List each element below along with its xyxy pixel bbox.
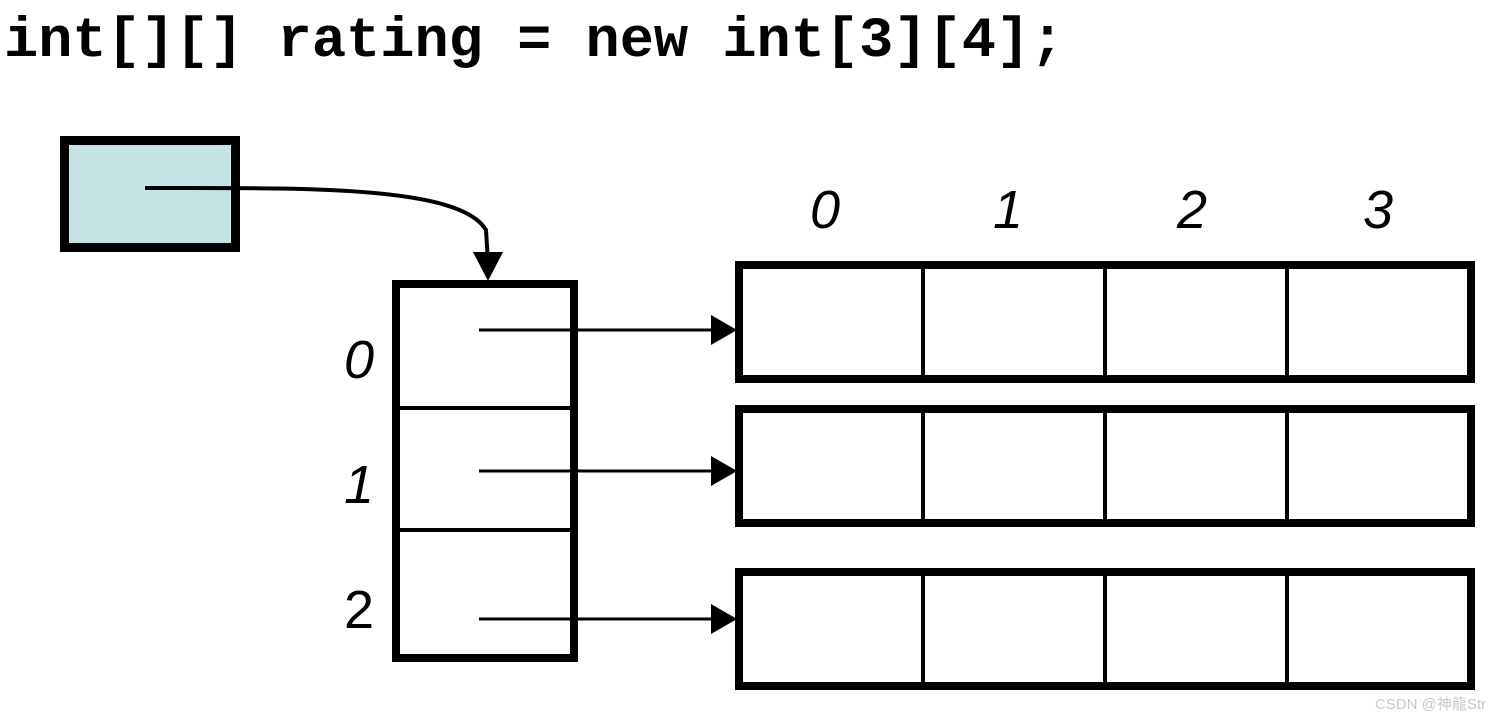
- row-0-cell-0: [743, 269, 925, 375]
- column-index-0: 0: [809, 180, 841, 240]
- row-1-cell-1: [925, 413, 1107, 519]
- outer-array-cell-2: [400, 532, 570, 654]
- row-array-0: [735, 261, 1475, 383]
- outer-2-to-row-2-arrowhead: [711, 604, 737, 634]
- page-title: int[][] rating = new int[3][4];: [4, 10, 1065, 74]
- row-2-cell-0: [743, 576, 925, 682]
- outer-array-index-1: 1: [343, 455, 375, 515]
- row-2-cell-2: [1107, 576, 1289, 682]
- row-0-cell-3: [1289, 269, 1467, 375]
- reference-to-outer-arrowhead: [473, 252, 503, 281]
- outer-1-to-row-1-arrowhead: [711, 456, 737, 486]
- row-array-1: [735, 405, 1475, 527]
- row-0-cell-1: [925, 269, 1107, 375]
- row-2-cell-1: [925, 576, 1107, 682]
- row-1-cell-0: [743, 413, 925, 519]
- column-index-1: 1: [992, 180, 1024, 240]
- watermark: CSDN @神龍Str: [1374, 696, 1486, 713]
- row-0-cell-2: [1107, 269, 1289, 375]
- outer-array-cell-1: [400, 410, 570, 532]
- outer-array-index-0: 0: [343, 330, 375, 390]
- row-1-cell-3: [1289, 413, 1467, 519]
- row-array-2: [735, 568, 1475, 690]
- outer-array-cell-0: [400, 288, 570, 410]
- reference-variable-box: [60, 136, 240, 252]
- row-1-cell-2: [1107, 413, 1289, 519]
- outer-0-to-row-0-arrowhead: [711, 315, 737, 345]
- row-2-cell-3: [1289, 576, 1467, 682]
- column-index-2: 2: [1176, 180, 1208, 240]
- column-index-3: 3: [1362, 180, 1394, 240]
- outer-array-box: [392, 280, 578, 662]
- outer-array-index-2: 2: [343, 580, 375, 640]
